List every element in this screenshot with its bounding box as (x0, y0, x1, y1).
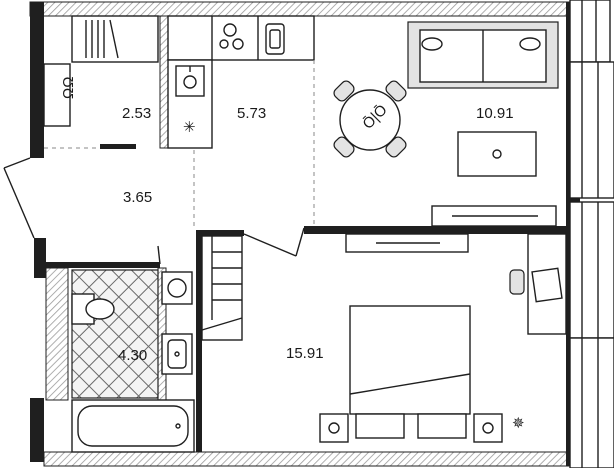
toilet-icon (71, 293, 115, 325)
washing-machine-icon (161, 271, 193, 305)
tv-stand-icon (431, 205, 557, 227)
svg-text:✳: ✳ (183, 119, 196, 136)
table-icon: Ō|Ō (339, 89, 401, 151)
sink-icon (219, 23, 244, 50)
door-icon (3, 157, 35, 239)
sink-icon (161, 333, 193, 375)
stove-icon: ✳ (183, 119, 196, 136)
kitchen-area-label: 5.73 (237, 105, 266, 122)
hall-area-label: 3.65 (123, 189, 152, 206)
sink-icon (265, 23, 285, 55)
svg-text:✵: ✵ (512, 415, 525, 432)
desk-icon (509, 233, 567, 335)
window-icon (569, 0, 614, 468)
bathroom-area-label: 4.30 (118, 347, 147, 364)
living-room: Ō|Ō (333, 21, 559, 227)
plant-icon: ✵ (512, 415, 525, 432)
storage-dim-text: ΩΩ (60, 77, 77, 99)
chair-icon (333, 80, 407, 158)
storage-room: ΩΩ (43, 15, 159, 127)
storage-area-label: 2.53 (122, 105, 151, 122)
living-area-label: 10.91 (476, 105, 514, 122)
sofa-icon (407, 21, 559, 89)
washing-machine-icon (175, 65, 205, 97)
coffee-table-icon (457, 131, 537, 177)
wardrobe-icon (201, 235, 243, 341)
wardrobe-icon (345, 233, 469, 253)
bed-icon (349, 305, 471, 439)
nightstand-icon (319, 413, 503, 443)
bathroom-room (71, 269, 195, 453)
door-icon (243, 227, 305, 257)
bedroom-area-label: 15.91 (286, 345, 324, 362)
hall-room (3, 147, 161, 265)
kitchen-room: ✳ (167, 15, 315, 230)
bedroom-room: ✵ (319, 233, 567, 443)
bathtub-icon (71, 399, 195, 453)
shelf-icon (85, 19, 119, 59)
